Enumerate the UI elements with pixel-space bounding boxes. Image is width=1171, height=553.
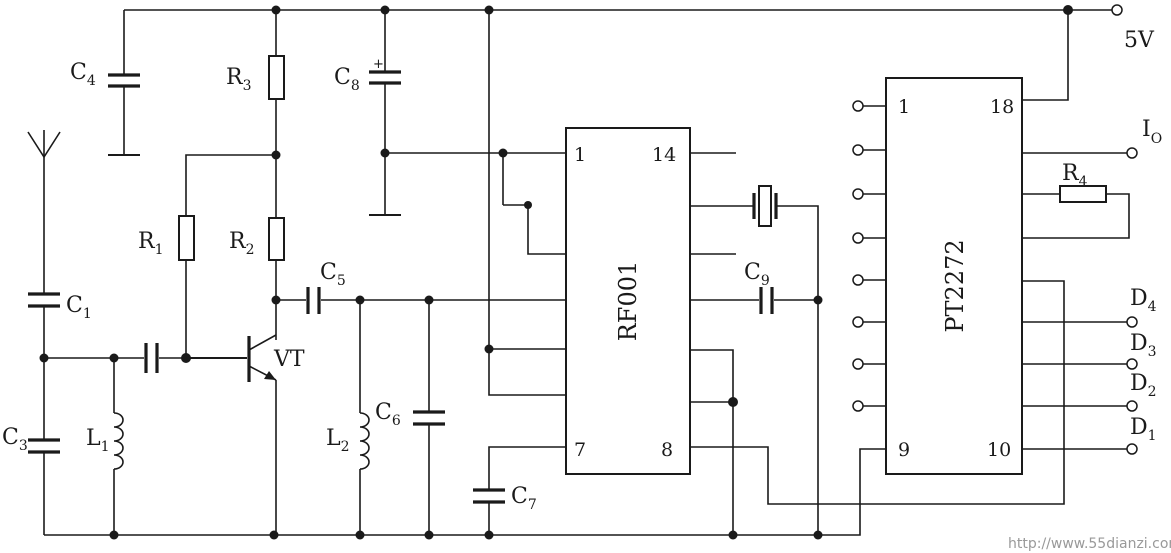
dec-right-wiring — [1022, 147, 1138, 455]
label-c1: C1 — [66, 293, 92, 322]
resistor-r3 — [268, 10, 285, 218]
dec-pin-9: 9 — [898, 439, 910, 461]
dec-chip-name: PT2272 — [941, 239, 969, 332]
label-d2: D2 — [1130, 371, 1157, 400]
label-d4: D4 — [1130, 286, 1157, 315]
label-l1: L1 — [86, 426, 110, 455]
label-supply: 5V — [1124, 28, 1155, 53]
capacitor-c6 — [413, 300, 445, 535]
label-r4: R4 — [1062, 161, 1088, 190]
rf-right-wiring — [690, 152, 1065, 535]
rf-pin-7: 7 — [574, 439, 586, 461]
resistor-r2 — [268, 217, 285, 340]
rf-pin1-loop — [502, 153, 566, 255]
label-d1: D1 — [1130, 415, 1157, 444]
rf-supply-bus — [484, 10, 566, 396]
ground-rail — [44, 448, 886, 540]
label-vt: VT — [273, 347, 305, 372]
capacitor-c5 — [276, 287, 566, 314]
ic-pt2272: 1 18 9 10 PT2272 — [885, 77, 1023, 475]
capacitor-c4 — [108, 10, 140, 156]
label-d3: D3 — [1130, 331, 1157, 360]
resistor-r1 — [178, 154, 276, 363]
dec-pin-1: 1 — [898, 96, 910, 118]
dec-pin-10: 10 — [987, 439, 1011, 461]
label-r3: R3 — [226, 65, 252, 94]
rf-pin-14: 14 — [652, 144, 676, 166]
label-c4: C4 — [70, 60, 96, 89]
dec-pin-18: 18 — [990, 96, 1014, 118]
coupling-capacitor — [44, 343, 186, 373]
dec-address-pins — [852, 100, 886, 412]
rf-chip-name: RF001 — [614, 261, 642, 342]
inductor-l1 — [113, 358, 124, 535]
label-c9: C9 — [744, 260, 770, 289]
capacitor-c3 — [28, 438, 60, 535]
label-c7: C7 — [511, 484, 537, 513]
watermark: http://www.55dianzi.com — [1008, 536, 1171, 552]
rf-pin-8: 8 — [661, 439, 673, 461]
label-l2: L2 — [326, 426, 350, 455]
ic-rf001: 1 14 7 8 RF001 — [565, 127, 691, 475]
label-c5: C5 — [320, 260, 346, 289]
antenna-icon — [27, 130, 61, 294]
transistor-vt — [186, 334, 277, 535]
inductor-l2 — [359, 300, 370, 535]
label-c6: C6 — [375, 400, 401, 429]
label-c3: C3 — [2, 425, 28, 454]
label-r1: R1 — [138, 229, 164, 258]
capacitor-c8 — [369, 10, 566, 216]
label-r2: R2 — [229, 229, 255, 258]
capacitor-c7 — [473, 446, 566, 535]
capacitor-c1 — [28, 292, 60, 440]
c8-polarity-mark: + — [373, 57, 384, 72]
rf-pin-1: 1 — [574, 144, 586, 166]
label-io: IO — [1142, 117, 1162, 147]
label-c8: C8 — [334, 65, 360, 94]
